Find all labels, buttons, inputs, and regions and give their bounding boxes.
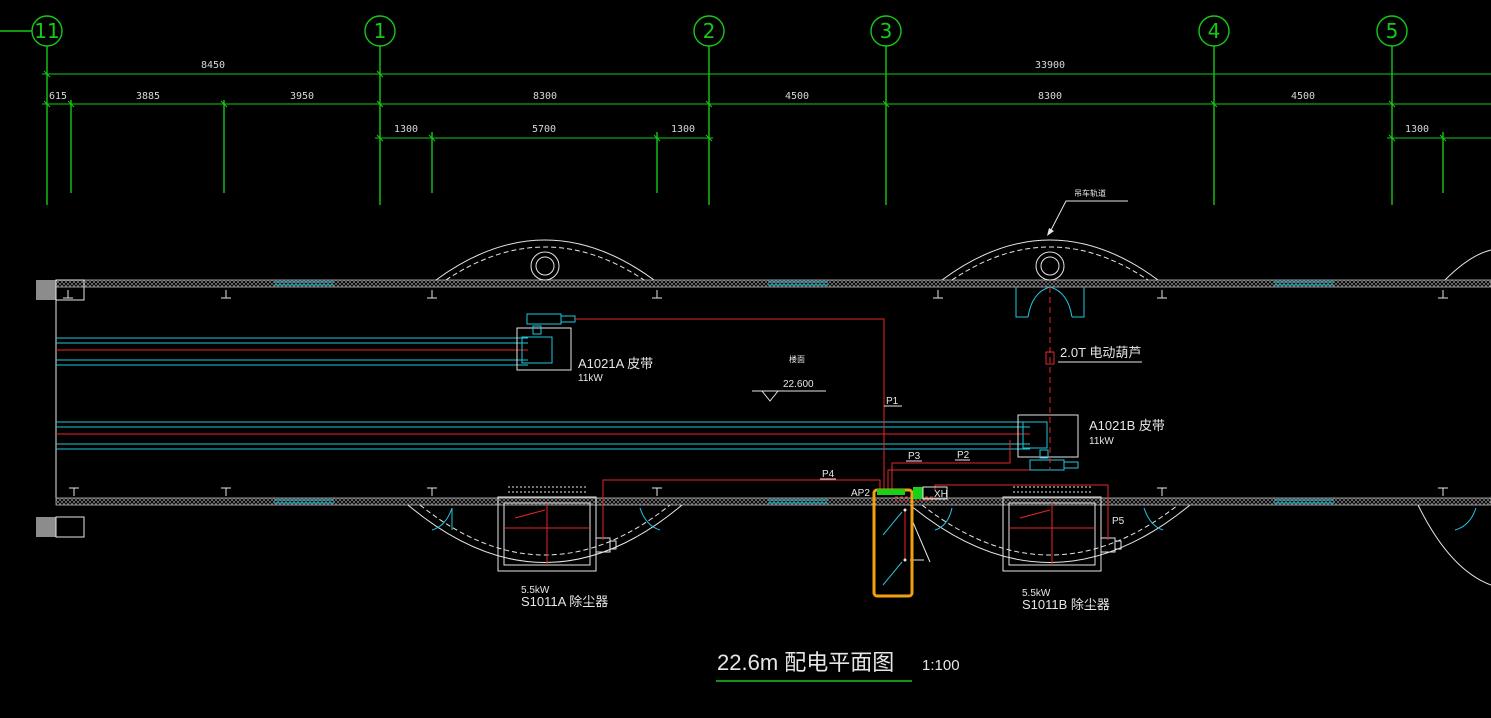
drawing-title: 22.6m 配电平面图 [717,650,894,675]
gallery-walls [36,279,1491,538]
panel-label-xh: XH [934,489,948,500]
dim-text: 3950 [290,91,314,102]
conveyor-belts [56,337,1030,450]
drawing-scale: 1:100 [922,657,960,674]
dim-text: 8450 [201,60,225,71]
s1011a-power: 5.5kW [521,585,550,596]
axis-bubble-11: 11 [31,15,63,47]
circuit-p5: P5 [1112,516,1125,527]
axis-grid: 11 1 2 3 4 5 [0,15,1444,205]
s1011b-power: 5.5kW [1022,588,1051,599]
dim-text: 4500 [785,91,809,102]
dim-text: 8300 [1038,91,1062,102]
cable-p1 [575,318,885,490]
svg-text:2: 2 [703,19,716,43]
a1021a-name: A1021A 皮带 [578,356,653,371]
svg-text:2.0T 电动葫芦: 2.0T 电动葫芦 [1060,345,1141,360]
svg-text:5: 5 [1386,19,1399,43]
s1011a-name: S1011A 除尘器 [521,594,608,609]
circuit-labels: P1 P2 P3 P4 P5 AP2 XH [820,396,1125,527]
belt-drive-a1021b [1017,414,1079,471]
svg-text:楼面: 楼面 [789,354,805,364]
gallery-arches-bottom [407,504,1491,586]
hoist-callout: 2.0T 电动葫芦 [1058,345,1142,363]
dim-text: 1300 [671,124,695,135]
cable-p4 [602,479,881,540]
svg-text:11: 11 [34,19,59,43]
dust-collector-s1011b [1002,486,1122,572]
a1021b-power: 11kW [1089,436,1114,447]
gallery-arches-top [435,239,1491,318]
belt-drive-a1021a [516,313,576,371]
dust-collector-s1011a [497,486,617,572]
a1021a-power: 11kW [578,373,603,384]
svg-text:4: 4 [1208,19,1221,43]
svg-text:22.600: 22.600 [783,379,814,390]
dim-text: 1300 [394,124,418,135]
svg-text:1: 1 [374,19,387,43]
dim-text: 4500 [1291,91,1315,102]
dim-text: 3885 [136,91,160,102]
svg-text:3: 3 [880,19,893,43]
s1011b-name: S1011B 除尘器 [1022,597,1110,612]
cable-p5 [934,484,1109,540]
cable-p3 [891,440,1011,490]
circuit-p2: P2 [957,450,970,461]
drawing-title-block: 22.6m 配电平面图 1:100 [716,650,960,682]
panel-label-ap2: AP2 [851,488,870,499]
distribution-panel-ap2[interactable] [872,488,914,598]
circuit-p3: P3 [908,451,921,462]
axis-bubble-2: 2 [693,15,725,47]
svg-text:吊车轨道: 吊车轨道 [1074,188,1106,198]
circuit-p1: P1 [886,396,899,407]
axis-bubble-1: 1 [364,15,396,47]
dim-text: 8300 [533,91,557,102]
axis-bubble-5: 5 [1376,15,1408,47]
panel-xh [913,486,948,500]
dim-text: 615 [49,91,67,102]
dim-text: 33900 [1035,60,1065,71]
trolley-callout: 吊车轨道 [1047,188,1128,236]
axis-bubble-3: 3 [870,15,902,47]
dimension-lines: 8450 33900 615 3885 3950 8300 4500 8300 … [42,60,1491,142]
level-mark: 楼面 22.600 [752,354,826,402]
axis-bubble-4: 4 [1198,15,1230,47]
dim-text: 5700 [532,124,556,135]
circuit-p4: P4 [822,469,835,480]
a1021b-name: A1021B 皮带 [1089,418,1165,433]
dim-text: 1300 [1405,124,1429,135]
cable-p2 [887,469,1030,490]
